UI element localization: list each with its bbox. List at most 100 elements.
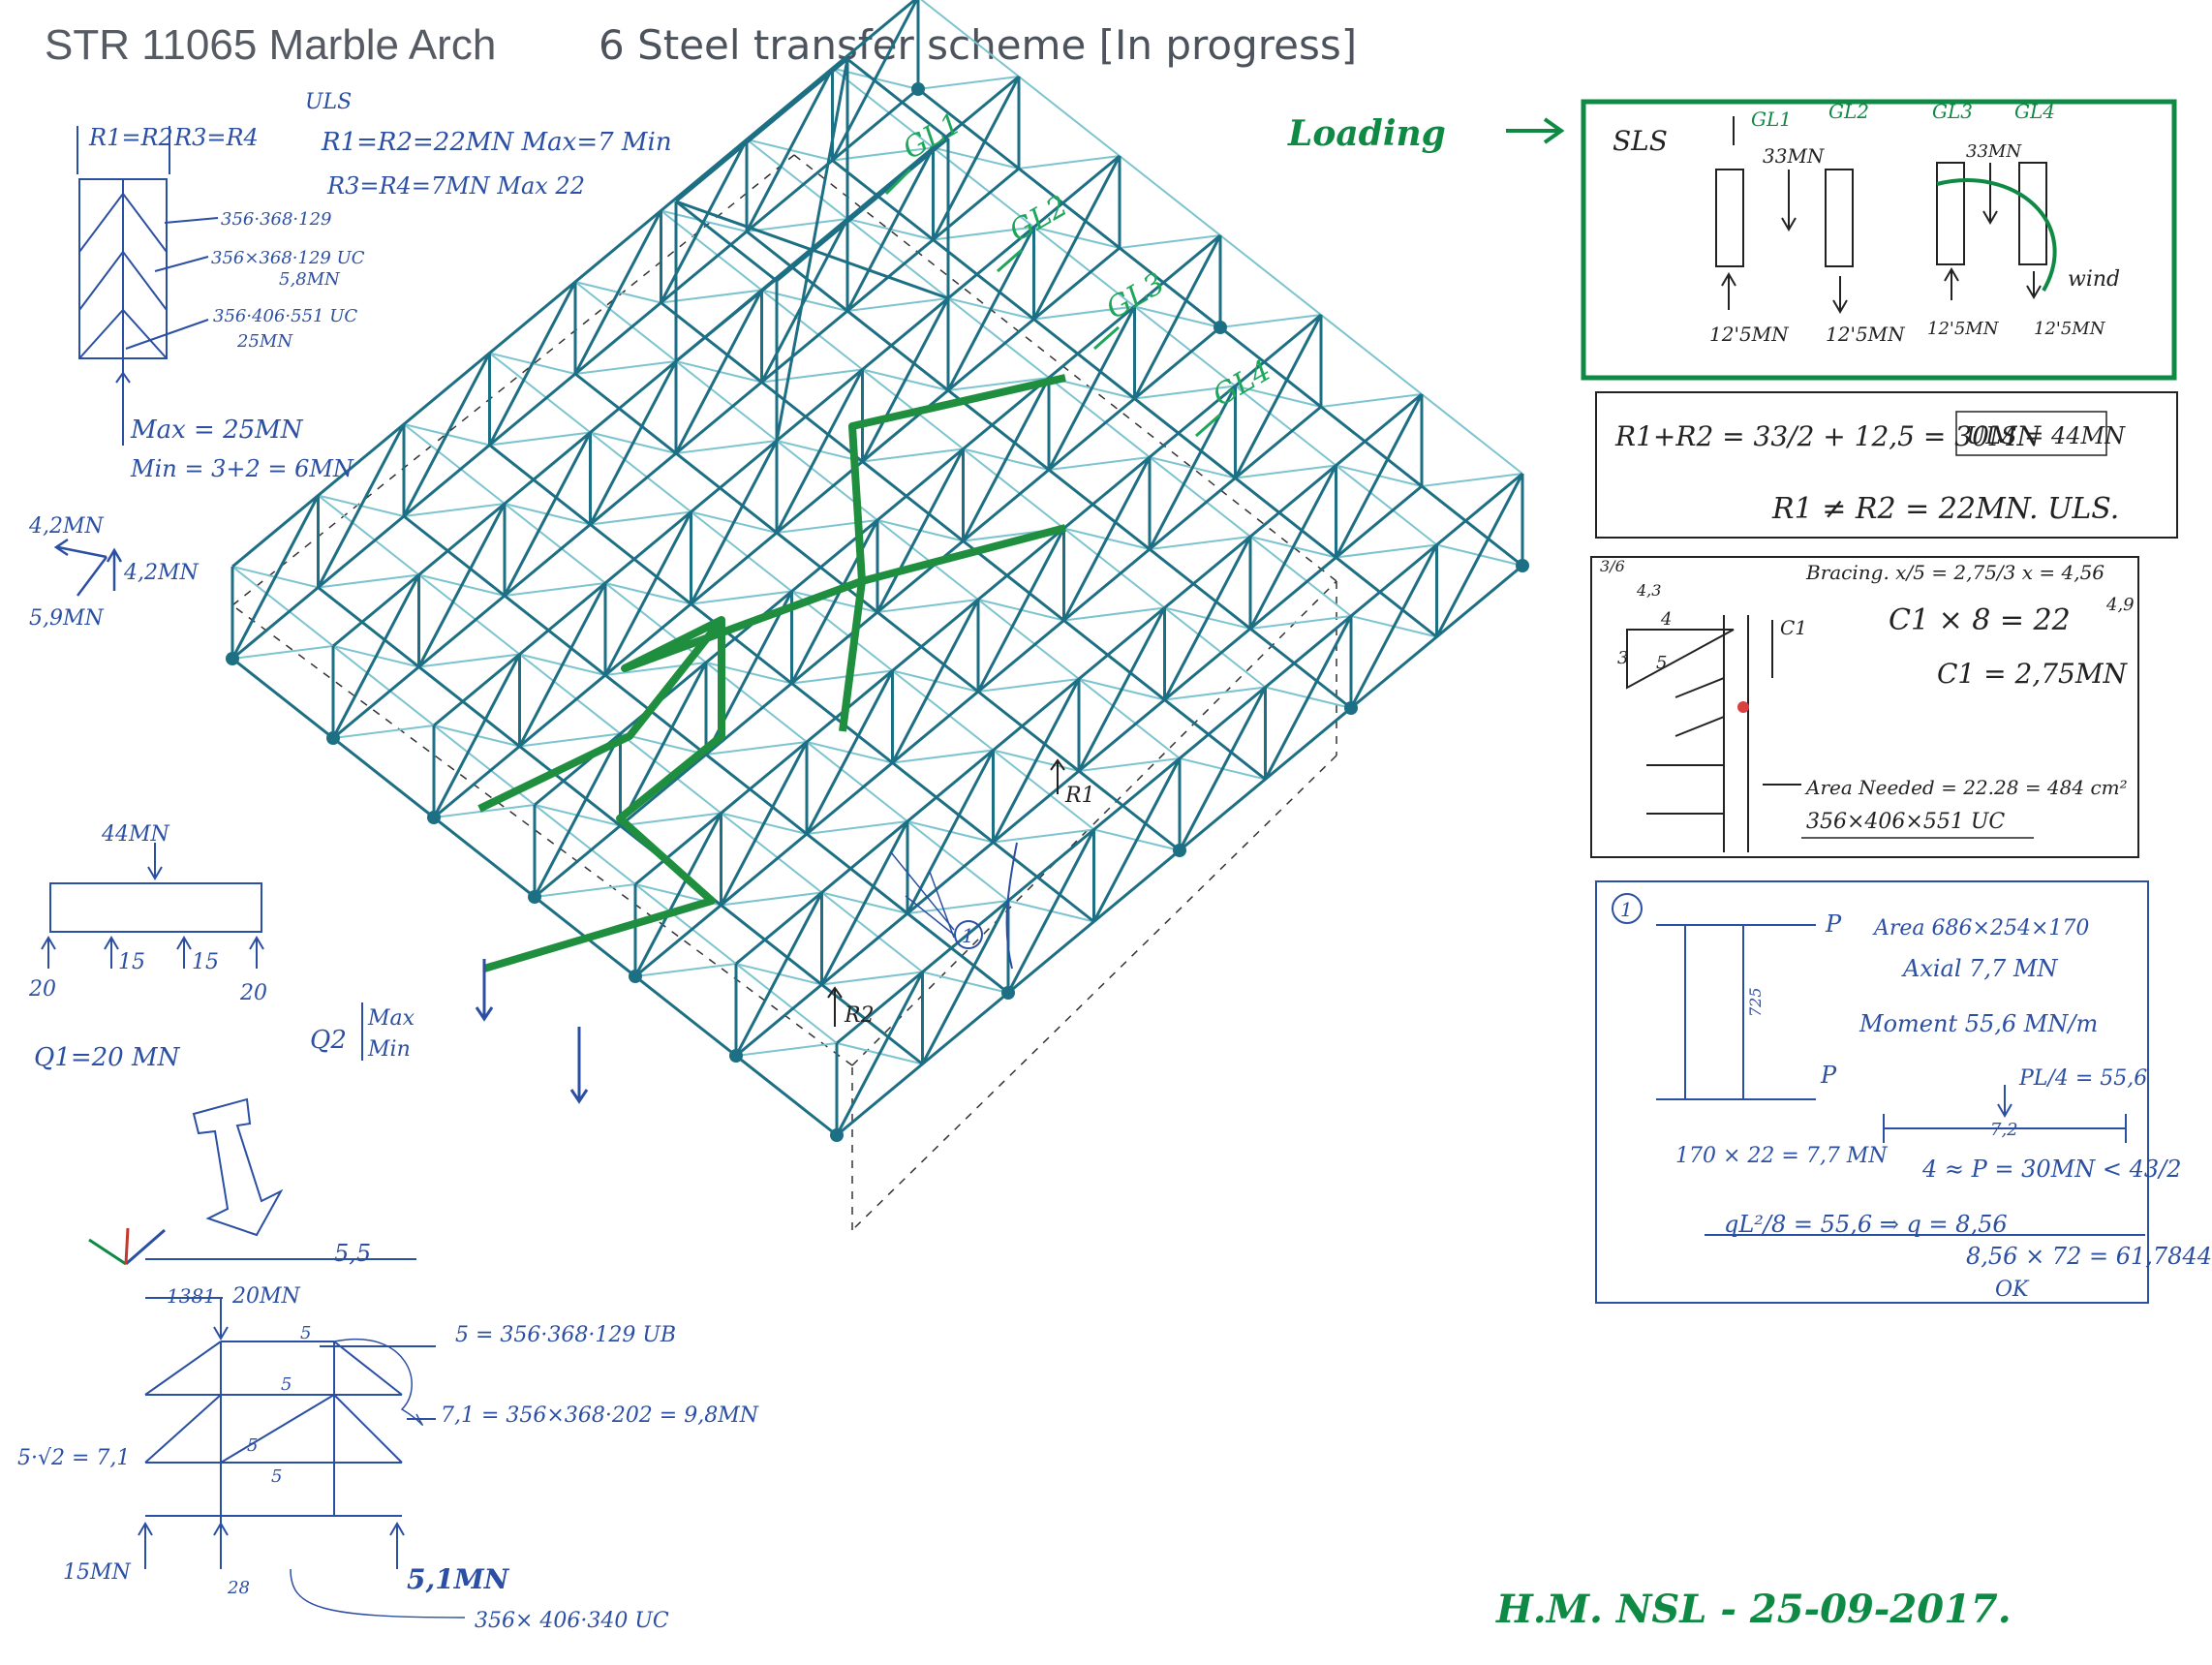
truss-diagonal <box>1047 305 1136 471</box>
truss-diagonal <box>534 883 636 898</box>
note-c1-eq: C1 × 8 = 22 <box>1889 603 2071 637</box>
note-section-b2: 5,8MN <box>279 269 341 290</box>
tower-chord <box>846 57 949 140</box>
truss-diagonal <box>845 146 935 312</box>
note-section-a: 356·368·129 <box>221 209 332 230</box>
truss-diagonal <box>231 645 334 660</box>
truss-diagonal <box>1092 757 1182 923</box>
note-p-top: P <box>1825 910 1842 938</box>
truss-diagonal <box>573 209 662 375</box>
note-n5d: 5 <box>271 1466 282 1487</box>
note-tri-4: 4 <box>1660 609 1672 630</box>
signature: H.M. NSL - 25-09-2017. <box>1495 1587 2012 1632</box>
reaction-label-r2: R2 <box>844 1003 875 1028</box>
note-section-71: 7,1 = 356×368·202 = 9,8MN <box>441 1403 759 1428</box>
note-calc-4: 8,56 × 72 = 61,7844 <box>1966 1243 2212 1270</box>
truss-diagonal <box>906 749 995 914</box>
note-load-gl2: GL2 <box>1828 100 1869 123</box>
truss-diagonal <box>946 226 1035 391</box>
force-arrows-sketch <box>53 538 123 597</box>
note-diag: 5·√2 = 7,1 <box>17 1446 130 1470</box>
support-node <box>629 970 642 983</box>
note-len-72: 7,2 <box>1990 1120 2018 1140</box>
truss-diagonal <box>992 678 1081 844</box>
truss-diagonal <box>402 352 491 517</box>
truss-diagonal <box>318 573 419 589</box>
truss-diagonal <box>820 820 909 986</box>
support-node <box>1516 559 1529 572</box>
truss-diagonal <box>746 218 848 232</box>
truss-diagonal <box>1264 615 1353 781</box>
truss-diagonal <box>519 732 621 748</box>
note-c1-val: C1 = 2,75MN <box>1937 658 2129 690</box>
tower-chord <box>675 57 848 203</box>
truss-diagonal <box>892 749 994 764</box>
column-elevation-sketch <box>77 126 219 446</box>
note-eq1: R1+R2 = 33/2 + 12,5 = 30MN <box>1614 420 2043 452</box>
truss-diagonal <box>735 1042 838 1057</box>
tower-chord <box>675 200 778 283</box>
truss-diagonal <box>721 891 822 907</box>
note-tri-top: 3/6 <box>1600 557 1625 575</box>
note-react-2: 12'5MN <box>1826 323 1906 346</box>
truss-diagonal <box>846 297 949 312</box>
note-force-3: 5,9MN <box>29 606 105 631</box>
reaction-equation-box <box>1595 391 2178 539</box>
note-load-gl3: GL3 <box>1932 100 1973 123</box>
support-node <box>528 890 541 904</box>
truss-diagonal <box>1249 615 1352 630</box>
note-r-51: 5,1MN <box>407 1563 510 1595</box>
truss-diagonal <box>876 447 965 613</box>
note-load-20: 20MN <box>231 1284 301 1309</box>
truss-members <box>230 0 1524 1137</box>
support-node <box>1001 986 1015 1000</box>
truss-diagonal <box>1077 606 1166 772</box>
note-beam-r4: 20 <box>239 981 267 1005</box>
truss-diagonal <box>761 368 863 384</box>
note-ok: OK <box>1995 1278 2030 1302</box>
truss-diagonal <box>1149 536 1251 550</box>
uls-box <box>1955 411 2107 456</box>
callout-1-box <box>1595 880 2149 1304</box>
truss-diagonal <box>331 573 420 739</box>
truss-diagonal <box>1062 456 1152 622</box>
frame-elevation-sketch <box>138 1258 466 1619</box>
note-pl4: PL/4 = 55,6 <box>2018 1066 2147 1091</box>
note-tri-top2: 4,3 <box>1636 581 1661 600</box>
bracing-triangle-sketch <box>1626 615 1801 852</box>
note-force-1: 4,2MN <box>28 514 105 539</box>
note-beam-r3: 15 <box>192 950 219 974</box>
support-node <box>729 1049 743 1063</box>
note-wind: wind <box>2068 267 2120 292</box>
truss-diagonal <box>433 804 536 818</box>
note-tri-3: 3 <box>1617 648 1628 668</box>
truss-diagonal <box>620 812 722 827</box>
support-node <box>1344 701 1358 715</box>
note-moment: Moment 55,6 MN/m <box>1859 1010 2098 1037</box>
truss-diagonal <box>861 297 950 463</box>
truss-diagonal <box>574 360 677 375</box>
note-n5c: 5 <box>247 1435 258 1456</box>
truss-diagonal <box>1048 456 1151 471</box>
support-node <box>911 82 925 96</box>
note-uls44: ULS = 44MN <box>1966 422 2126 449</box>
truss-diagonal <box>1078 757 1181 772</box>
truss-diagonal <box>503 431 592 597</box>
note-r-mid: 28 <box>227 1578 250 1598</box>
note-load-gl1: GL1 <box>1751 108 1792 131</box>
truss-diagonal <box>1032 155 1121 321</box>
note-bracing: Bracing. x/5 = 2,75/3 x = 4,56 <box>1805 561 2104 584</box>
note-q1: Q1=20 MN <box>34 1043 181 1072</box>
truss-diagonal <box>1235 464 1336 479</box>
note-r-15: 15MN <box>63 1560 132 1585</box>
truss-diagonal <box>976 527 1065 693</box>
truss-diagonal <box>805 669 894 835</box>
support-node <box>326 731 340 745</box>
note-react-4: 12'5MN <box>2034 319 2106 339</box>
support-nodes <box>226 82 1529 1142</box>
note-n5a: 5 <box>300 1323 311 1343</box>
support-node <box>830 1128 844 1142</box>
truss-diagonal <box>1033 305 1135 321</box>
note-beam-r2: 15 <box>118 950 145 974</box>
